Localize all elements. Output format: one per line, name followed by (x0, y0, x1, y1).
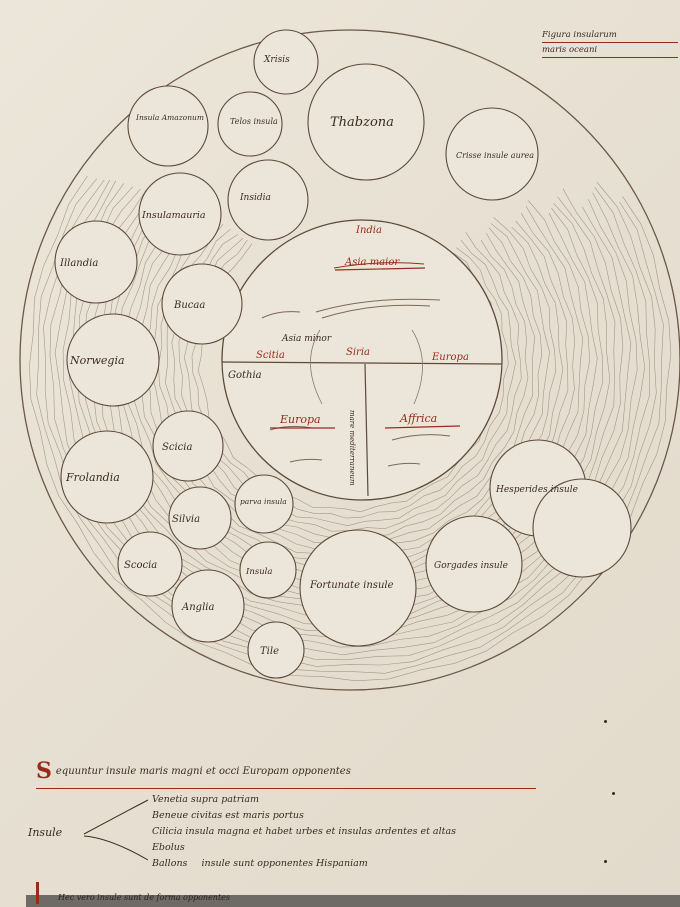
island-telos (217, 91, 283, 157)
ink-dot (612, 792, 615, 795)
bottom-line-text: Hec vero insule sunt de forma opponentes (58, 893, 231, 902)
label-gothia: Gothia (228, 370, 262, 381)
island-label-tile: Tile (260, 646, 279, 657)
island-illandia (54, 220, 138, 304)
island-insulamauria (138, 172, 222, 256)
t-horizontal-line (221, 361, 503, 365)
bottom-rubric-mark (36, 882, 39, 904)
island-label-xrisis: Xrisis (263, 55, 290, 65)
ink-dot (604, 860, 607, 863)
island-crisse (445, 107, 539, 201)
insule-list: Venetia supra patriam Beneue civitas est… (152, 792, 672, 872)
label-asia-maior: Asia maior (344, 257, 400, 268)
label-mare-mediterraneum: mare mediterraneum (348, 410, 356, 486)
insule-list-item: Cilicia insula magna et habet urbes et i… (152, 826, 456, 837)
island-label-anglia: Anglia (181, 602, 214, 613)
ocean-flow-line (43, 179, 657, 667)
label-europa-east: Europa (431, 352, 469, 363)
island-label-scotia: Scocia (124, 560, 157, 571)
caption-text: equuntur insule maris magni et occi Euro… (55, 766, 351, 777)
ocean-flow-line (191, 239, 509, 519)
island-label-illandia: Illandia (59, 258, 98, 269)
island-insula-amazonum (127, 85, 209, 167)
island-label-insula: Insula (245, 567, 272, 577)
label-affrica: Affrica (399, 412, 437, 425)
island-label-thabzona: Thabzona (330, 115, 394, 130)
island-label-scicia: Scicia (162, 442, 192, 453)
island-tile (247, 621, 305, 679)
bottom-shadow-strip (26, 895, 680, 907)
insule-list-item: Beneue civitas est maris portus (152, 810, 304, 821)
island-xrisis (253, 29, 319, 95)
header-note-line1: Figura insularum (542, 30, 617, 40)
ink-dot (604, 720, 607, 723)
insule-list-item: Ballons insule sunt opponentes Hispaniam (152, 856, 672, 872)
island-silvia (168, 486, 232, 550)
header-note: Figura insularum maris oceani (542, 28, 678, 58)
island-bucaa (161, 263, 243, 345)
island-insidia (227, 159, 309, 241)
caption-initial: S (36, 758, 52, 784)
island-label-norwegia: Norwegia (69, 354, 125, 367)
label-asia-minor: Asia minor (281, 334, 332, 344)
island-gorgades (425, 515, 523, 613)
island-label-bucaa: Bucaa (173, 300, 205, 311)
ocean-flow-line (183, 237, 516, 527)
insule-list-item: Venetia supra patriam (152, 794, 260, 805)
islands-layer (54, 29, 632, 679)
island-label-crisse: Crisse insule aurea (456, 151, 534, 160)
island-norwegia (66, 313, 160, 407)
island-label-ins-ame: Insula Amazonum (135, 113, 204, 122)
outer-ocean-circle (19, 29, 680, 691)
island-fortunate (299, 529, 417, 647)
island-label-parva: parva insula (240, 497, 287, 506)
island-scotia (117, 531, 183, 597)
list-bracket (83, 799, 149, 861)
insule-list-item-text: Ballons (152, 858, 188, 869)
island-label-insulamauria: Insulamauria (141, 210, 206, 221)
insule-list-item: Ebolus (152, 842, 185, 853)
label-siria: Siria (346, 347, 370, 358)
insule-list-tail: insule sunt opponentes Hispaniam (201, 858, 368, 869)
island-hesperides-twin (532, 478, 632, 578)
label-europa: Europa (279, 413, 321, 426)
island-label-hesperides: Hesperides insule (495, 485, 578, 495)
earth-circle (221, 219, 503, 501)
island-insula (239, 541, 297, 599)
island-scicia (152, 410, 224, 482)
island-frolandia (60, 430, 154, 524)
label-scitia: Scitia (256, 350, 285, 361)
ocean-flow-line (29, 175, 672, 682)
rubric-underlines (270, 267, 461, 429)
island-label-frolandia: Frolandia (65, 471, 120, 484)
arc-west (310, 329, 323, 405)
insule-bracket-label: Insule (28, 826, 63, 839)
island-label-fortunate: Fortunate insule (309, 580, 394, 591)
ocean-flow-line (36, 178, 664, 674)
island-label-insidia: Insidia (239, 193, 271, 203)
island-thabzona (307, 63, 425, 181)
island-label-telos: Telos insula (230, 117, 278, 126)
ocean-flow-line (49, 180, 650, 661)
island-anglia (171, 569, 245, 643)
ocean-flow-line (62, 183, 638, 648)
header-note-line2: maris oceani (542, 42, 678, 57)
t-vertical-line (364, 363, 369, 497)
ocean-flow-line (54, 180, 646, 656)
label-india: India (355, 225, 382, 236)
island-parva (234, 474, 294, 534)
arc-east (411, 329, 423, 405)
island-label-gorgades: Gorgades insule (434, 561, 508, 571)
island-label-silvia: Silvia (172, 514, 200, 525)
